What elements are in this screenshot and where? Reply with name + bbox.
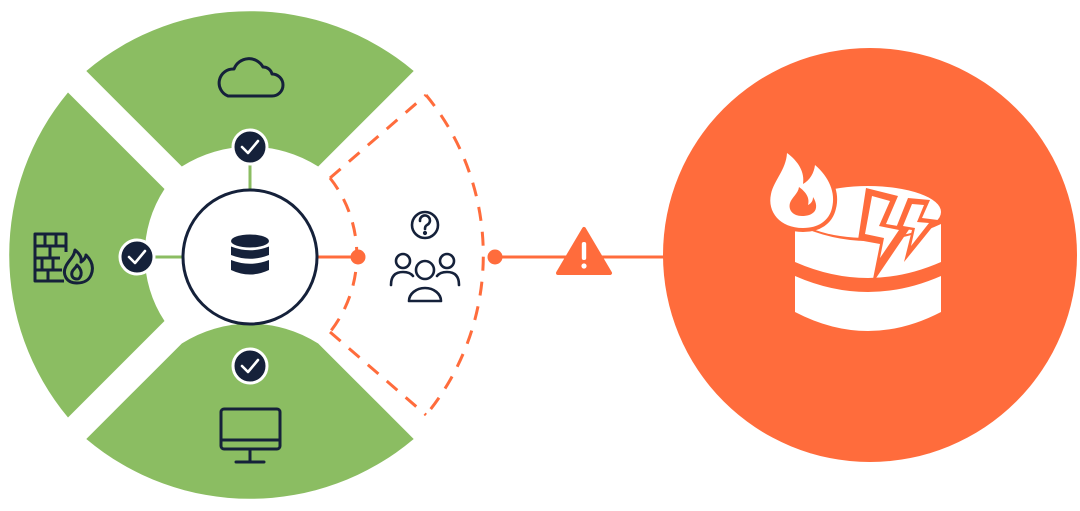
check-badge-bottom (231, 347, 269, 385)
threat-connectors (317, 249, 670, 265)
dashed-top-edge (329, 93, 427, 180)
warning-triangle-icon (556, 227, 612, 275)
people-question-icon (389, 210, 461, 303)
check-icon (240, 139, 260, 155)
connector-node-outer (487, 249, 503, 265)
endpoint-segment (86, 323, 414, 499)
dashed-bottom-edge (329, 330, 427, 417)
database-fire-lightning-icon (766, 145, 941, 331)
connector-node-inner (350, 249, 366, 265)
database-icon (231, 234, 269, 275)
check-icon (240, 358, 260, 374)
threat-circle (663, 48, 1077, 462)
hub (181, 188, 319, 326)
check-badge-top (231, 128, 269, 166)
firewall-fire-icon (33, 232, 94, 285)
desktop-monitor-icon (219, 407, 282, 464)
check-icon (127, 249, 147, 265)
cloud-icon (217, 57, 285, 98)
check-badge-left (118, 238, 156, 276)
dashed-outer-arc (424, 94, 485, 416)
protected-ring (9, 11, 414, 499)
cloud-segment (86, 11, 414, 167)
